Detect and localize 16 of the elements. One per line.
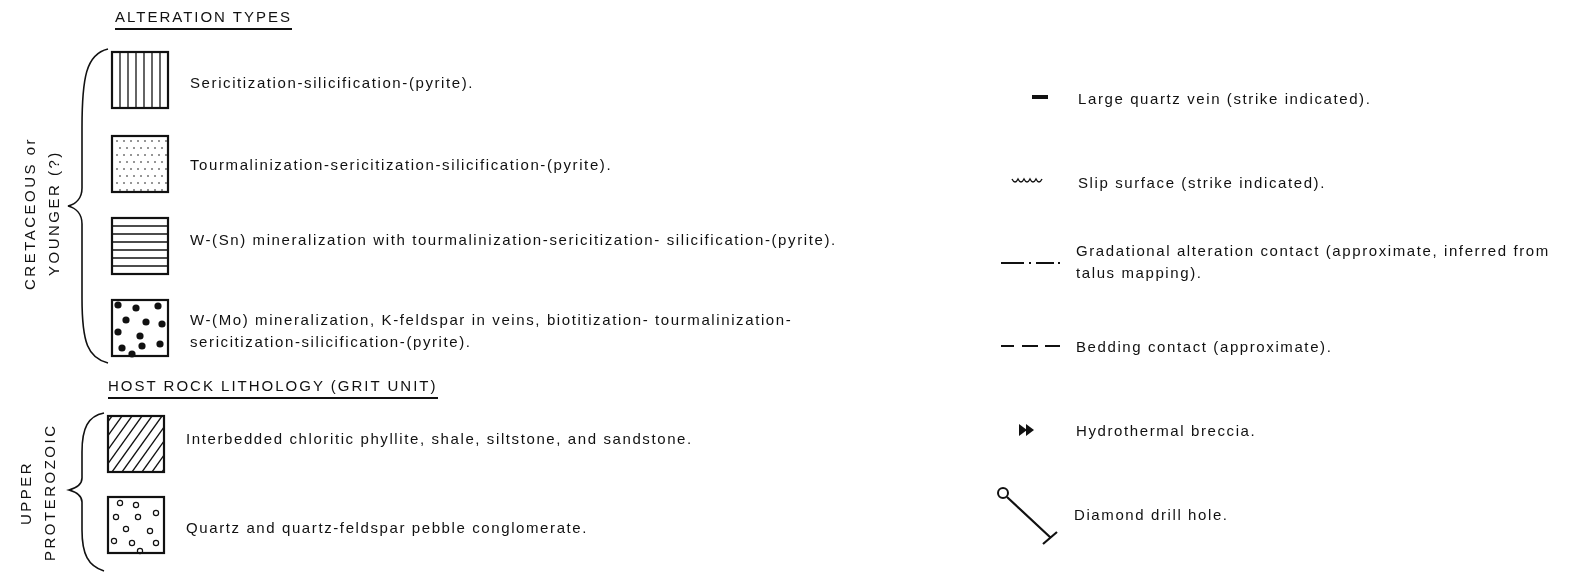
legend-text: Bedding contact (approximate). — [1076, 337, 1334, 357]
legend-text: Gradational alteration contact (approximate, inferred from talus mapping). — [1076, 241, 1551, 283]
legend-text: W-(Mo) mineralization, K-feldspar in veins, biotitization- tourmalinization-sericitization-silicification-(pyrite). — [190, 310, 794, 352]
legend-text: Large quartz vein (strike indicated). — [1078, 89, 1373, 109]
section-heading: HOST ROCK LITHOLOGY (GRIT UNIT) — [108, 377, 438, 399]
legend-text: Sericitization-silicification-(pyrite). — [190, 73, 476, 93]
legend-text: Slip surface (strike indicated). — [1078, 173, 1327, 193]
section-heading: ALTERATION TYPES — [115, 8, 293, 30]
legend-text: Quartz and quartz-feldspar pebble conglomerate. — [186, 518, 590, 538]
age-label: UPPER PROTEROZOIC — [16, 422, 59, 564]
legend-text: W-(Sn) mineralization with tourmalinization-sericitization- silicification-(pyrite). — [190, 230, 838, 250]
legend-text: Hydrothermal breccia. — [1076, 421, 1258, 441]
legend-text: Diamond drill hole. — [1074, 505, 1230, 525]
legend-text: Interbedded chloritic phyllite, shale, siltstone, and sandstone. — [186, 429, 694, 449]
legend-text: Tourmalinization-sericitization-silicification-(pyrite). — [190, 155, 614, 175]
age-label: CRETACEOUS or YOUNGER (?) — [20, 135, 63, 292]
